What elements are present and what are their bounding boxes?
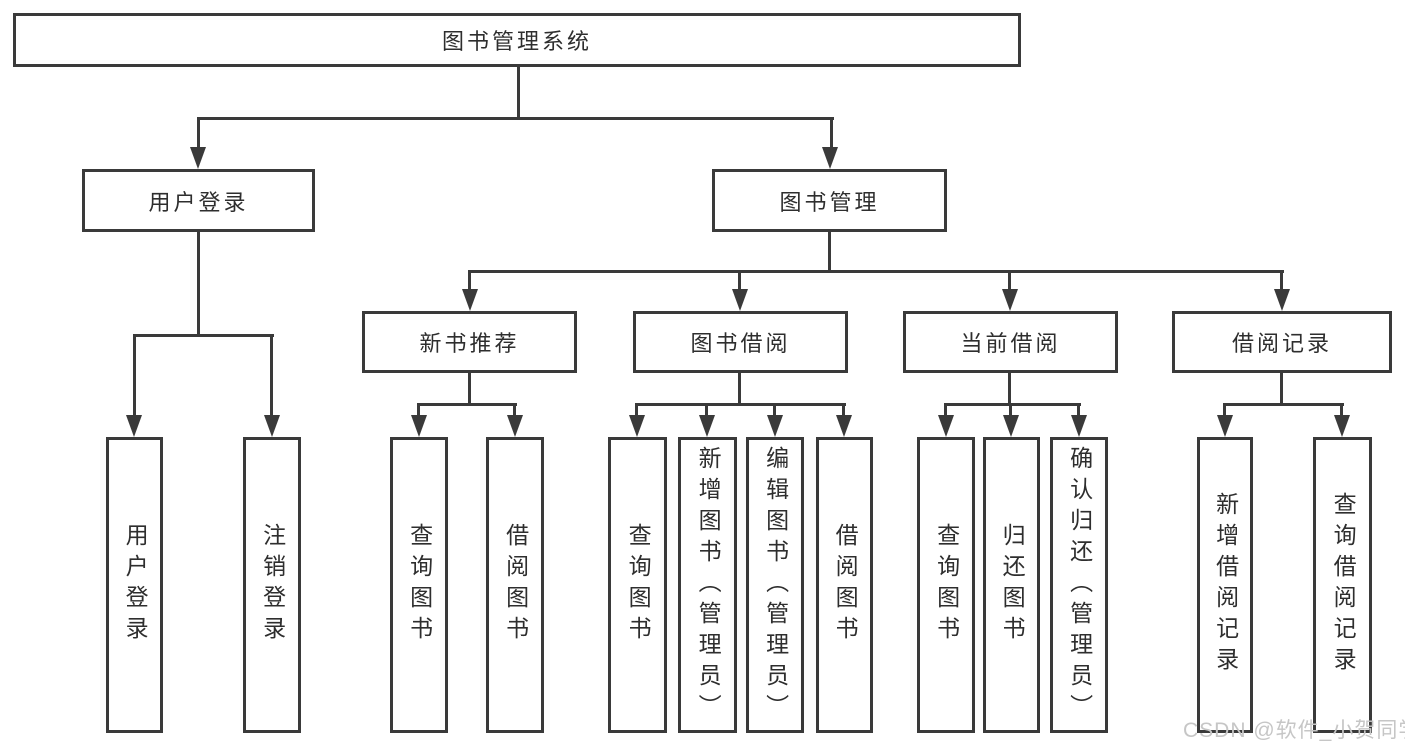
connector-line <box>635 403 638 417</box>
leaf-add-borrow-record: 新增借阅记录 <box>1197 437 1253 733</box>
leaf-query-books-current: 查询图书 <box>917 437 975 733</box>
leaf-borrow-books-borrowing-label: 借阅图书 <box>832 523 859 647</box>
connector-line <box>1008 372 1011 406</box>
connector-line <box>1223 403 1226 417</box>
connector-line <box>830 117 833 149</box>
connector-arrowhead <box>126 415 142 437</box>
connector-line <box>133 334 136 417</box>
connector-arrowhead <box>836 415 852 437</box>
node-book-management-label: 图书管理 <box>779 189 880 215</box>
connector-line <box>738 270 741 291</box>
leaf-edit-books-admin-label: 编辑图书（管理员） <box>762 445 789 725</box>
connector-line <box>635 403 846 406</box>
connector-line <box>468 270 471 291</box>
connector-line <box>468 372 471 406</box>
leaf-borrow-books-borrowing: 借阅图书 <box>816 437 873 733</box>
leaf-borrow-books-recommend: 借阅图书 <box>486 437 544 733</box>
leaf-logout-label: 注销登录 <box>259 523 286 647</box>
node-book-borrowing: 图书借阅 <box>633 311 848 373</box>
leaf-logout: 注销登录 <box>243 437 301 733</box>
connector-arrowhead <box>629 415 645 437</box>
connector-line <box>1223 403 1344 406</box>
connector-arrowhead <box>1071 415 1087 437</box>
connector-arrowhead <box>411 415 427 437</box>
leaf-edit-books-admin: 编辑图书（管理员） <box>746 437 804 733</box>
connector-line <box>944 403 1081 406</box>
connector-line <box>705 403 708 417</box>
node-new-book-recommend: 新书推荐 <box>362 311 577 373</box>
connector-line <box>197 117 834 120</box>
node-user-login-label: 用户登录 <box>148 189 249 215</box>
node-root-system: 图书管理系统 <box>13 13 1021 67</box>
connector-line <box>1280 270 1283 291</box>
connector-line <box>1009 403 1012 417</box>
connector-line <box>517 66 520 119</box>
leaf-query-borrow-record: 查询借阅记录 <box>1313 437 1372 733</box>
connector-arrowhead <box>190 147 206 169</box>
connector-arrowhead <box>264 415 280 437</box>
leaf-add-borrow-record-label: 新增借阅记录 <box>1212 492 1239 678</box>
leaf-add-books-admin-label: 新增图书（管理员） <box>695 445 722 725</box>
leaf-user-login: 用户登录 <box>106 437 163 733</box>
leaf-confirm-return-admin: 确认归还（管理员） <box>1050 437 1108 733</box>
node-root-label: 图书管理系统 <box>441 29 592 54</box>
connector-line <box>417 403 420 417</box>
connector-line <box>1077 403 1080 417</box>
connector-arrowhead <box>1274 289 1290 311</box>
connector-arrowhead <box>699 415 715 437</box>
node-user-login: 用户登录 <box>82 169 315 232</box>
connector-arrowhead <box>938 415 954 437</box>
leaf-add-books-admin: 新增图书（管理员） <box>678 437 737 733</box>
connector-arrowhead <box>1003 415 1019 437</box>
node-borrow-records-label: 借阅记录 <box>1231 331 1332 356</box>
leaf-query-books-current-label: 查询图书 <box>933 523 960 647</box>
connector-line <box>773 403 776 417</box>
leaf-query-borrow-record-label: 查询借阅记录 <box>1330 492 1357 678</box>
node-current-borrowing: 当前借阅 <box>903 311 1118 373</box>
connector-line <box>197 231 200 337</box>
connector-line <box>270 334 273 417</box>
connector-line <box>417 403 517 406</box>
leaf-confirm-return-admin-label: 确认归还（管理员） <box>1066 445 1093 725</box>
leaf-borrow-books-recommend-label: 借阅图书 <box>502 523 529 647</box>
leaf-query-books-recommend-label: 查询图书 <box>406 523 433 647</box>
connector-line <box>1008 270 1011 291</box>
connector-arrowhead <box>822 147 838 169</box>
node-borrow-records: 借阅记录 <box>1172 311 1392 373</box>
connector-line <box>842 403 845 417</box>
connector-arrowhead <box>1334 415 1350 437</box>
connector-arrowhead <box>732 289 748 311</box>
connector-line <box>468 270 1284 273</box>
connector-line <box>1280 372 1283 406</box>
connector-arrowhead <box>507 415 523 437</box>
leaf-return-books-label: 归还图书 <box>999 523 1026 647</box>
leaf-return-books: 归还图书 <box>983 437 1040 733</box>
connector-line <box>738 372 741 406</box>
connector-line <box>513 403 516 417</box>
csdn-watermark: CSDN @软件_小贺同学 <box>1183 719 1405 742</box>
leaf-user-login-label: 用户登录 <box>122 523 149 647</box>
connector-line <box>197 117 200 149</box>
node-new-book-recommend-label: 新书推荐 <box>419 331 520 356</box>
node-book-management: 图书管理 <box>712 169 947 232</box>
leaf-query-books-borrowing-label: 查询图书 <box>625 523 652 647</box>
connector-line <box>133 334 274 337</box>
connector-arrowhead <box>767 415 783 437</box>
connector-line <box>944 403 947 417</box>
connector-line <box>1340 403 1343 417</box>
leaf-query-books-recommend: 查询图书 <box>390 437 448 733</box>
connector-arrowhead <box>1002 289 1018 311</box>
connector-line <box>828 231 831 273</box>
connector-arrowhead <box>462 289 478 311</box>
connector-arrowhead <box>1217 415 1233 437</box>
node-current-borrowing-label: 当前借阅 <box>960 331 1061 356</box>
node-book-borrowing-label: 图书借阅 <box>690 331 791 356</box>
leaf-query-books-borrowing: 查询图书 <box>608 437 667 733</box>
